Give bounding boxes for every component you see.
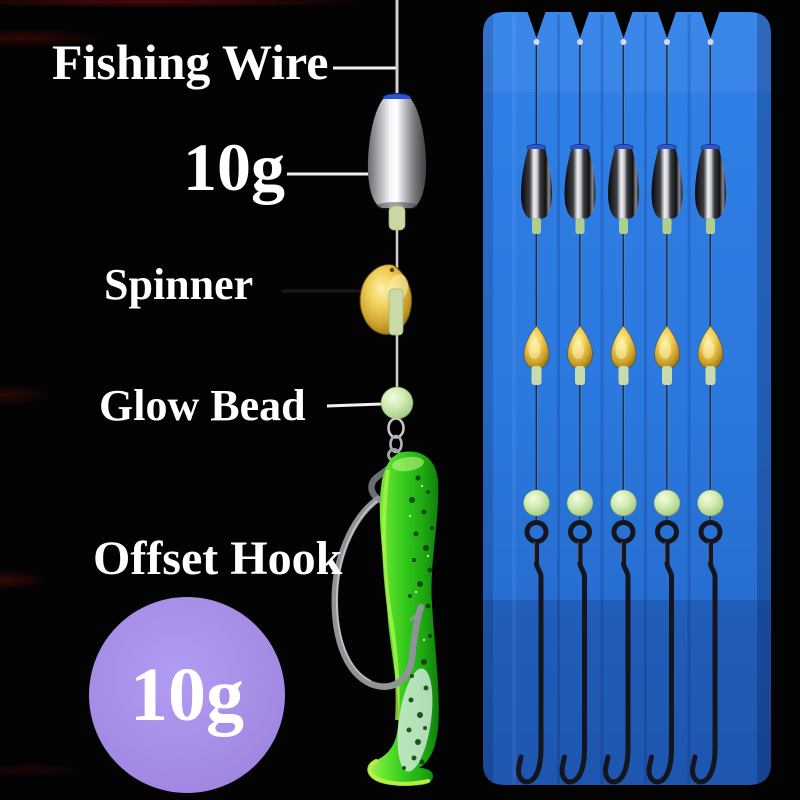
offset-hook-label: Offset Hook: [93, 532, 343, 585]
spinner-blade: [359, 264, 413, 388]
glow-bead-label: Glow Bead: [99, 381, 306, 430]
tackle-card: [483, 12, 771, 785]
bullet-weight: [367, 93, 427, 268]
glow-bead: [380, 386, 414, 420]
glow-bead-pointer: [326, 402, 383, 408]
spinner-label: Spinner: [104, 260, 254, 309]
weight-badge: 10g: [89, 597, 285, 793]
offset-hook: [331, 495, 425, 690]
weight-label: 10g: [183, 129, 285, 205]
soft-lure: [367, 451, 439, 786]
fishing-wire-label: Fishing Wire: [52, 34, 329, 90]
main-rig: [282, 0, 439, 786]
weight-badge-text: 10g: [130, 652, 244, 737]
swivel: [387, 417, 405, 454]
